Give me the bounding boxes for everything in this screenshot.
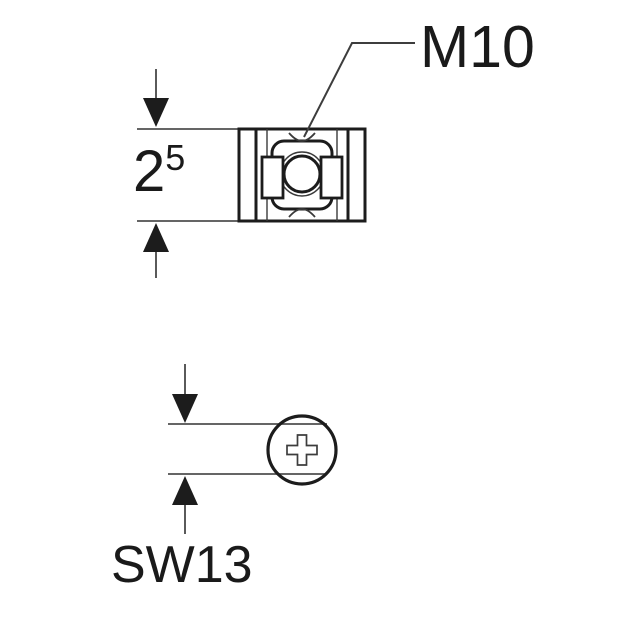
screw-front-view [266, 414, 338, 486]
height-dimension [137, 69, 239, 278]
notch-bottom [288, 208, 316, 218]
wrench-size-label: SW13 [111, 536, 253, 594]
thread-size-label: M10 [420, 14, 535, 80]
arrow-down-icon [143, 98, 169, 127]
height-dimension-superscript: 5 [165, 137, 186, 178]
arrow-up-icon [172, 476, 198, 505]
wrench-dimension [168, 364, 327, 534]
spring-clip-left [260, 155, 285, 200]
height-dimension-value: 2 [133, 139, 166, 204]
notch-top [288, 132, 316, 142]
arrow-down-icon [172, 394, 198, 423]
thread-leader-line [303, 42, 415, 138]
arrow-up-icon [143, 223, 169, 252]
phillips-cross-icon [286, 434, 318, 466]
screw-head-circle [266, 414, 338, 486]
spring-clip-right [319, 155, 344, 200]
thread-hole-circle [282, 154, 322, 194]
height-dimension-label: 2 5 [133, 137, 186, 204]
slide-nut-top-view [237, 127, 367, 223]
